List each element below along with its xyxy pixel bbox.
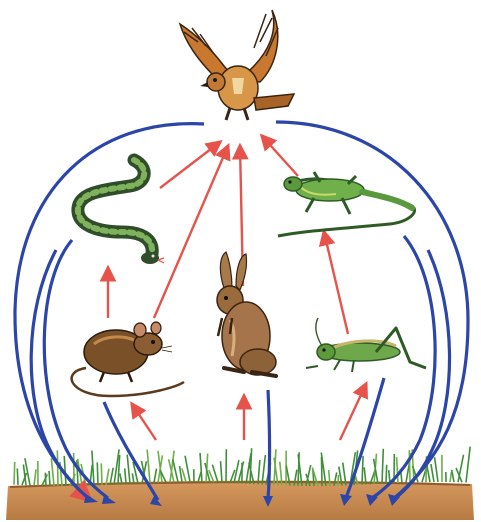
decomposition-arrow-hare <box>268 390 270 500</box>
hawk-icon <box>180 10 294 120</box>
grass-blade <box>435 457 438 482</box>
grass-blade <box>97 462 98 485</box>
grass-blade <box>34 469 36 485</box>
grass-blade <box>14 462 15 485</box>
grass-blade <box>200 453 202 482</box>
grass-blade <box>127 455 130 484</box>
grass-blade <box>362 456 363 485</box>
grass-blade <box>45 473 46 486</box>
grass-blade <box>92 451 94 486</box>
feeding-arrow-mouse-hawk <box>154 146 228 318</box>
grass-blade <box>198 472 201 482</box>
grass-blade <box>452 470 454 482</box>
grass-blade <box>57 450 58 486</box>
feeding-arrow-grasshopper-lizard <box>324 232 348 334</box>
feeding-arrow-plants-mouse <box>132 404 156 440</box>
lizard-icon <box>278 172 415 236</box>
grass-blade <box>49 471 50 486</box>
grass-blade <box>180 466 182 482</box>
grass-blade <box>185 456 190 482</box>
feeding-arrow-plants-grasshopper <box>340 384 366 440</box>
hare-icon <box>217 252 276 376</box>
grass-blade <box>17 469 18 485</box>
grass-blade <box>221 461 222 482</box>
mouse-icon <box>72 322 184 396</box>
grass-blade <box>182 468 186 482</box>
grass-blade <box>382 449 383 484</box>
grass-blade <box>409 450 410 482</box>
grass-blade <box>466 447 470 483</box>
grass-blade <box>397 457 398 483</box>
grass-blade <box>386 465 387 484</box>
feeding-arrow-lizard-hawk <box>262 136 298 176</box>
grass-blade <box>101 463 102 485</box>
grass-blade <box>450 472 451 482</box>
grass-blade <box>110 468 113 485</box>
grass-blade <box>262 455 265 485</box>
grass-icon <box>14 447 470 486</box>
snake-icon <box>78 160 164 264</box>
grasshopper-icon <box>306 318 426 372</box>
feeding-arrow-snake-hawk <box>160 142 220 188</box>
grass-blade <box>154 469 156 483</box>
grass-blade <box>431 464 434 482</box>
grass-blade <box>51 458 54 485</box>
grass-blade <box>147 450 150 483</box>
decomposition-arrow-hawk-left <box>15 124 204 500</box>
grass-blade <box>125 468 126 484</box>
